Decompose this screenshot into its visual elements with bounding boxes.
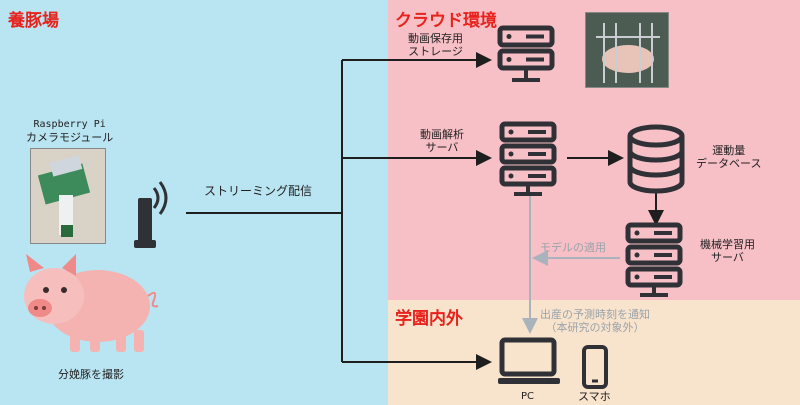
camera-label: Raspberry Pi カメラモジュール [26, 118, 113, 144]
notify-label-line1: 出産の予測時刻を通知 [540, 308, 650, 321]
grey-connectors [522, 192, 620, 334]
streaming-label: ストリーミング配信 [204, 184, 313, 198]
storage-label-line1: 動画保存用 [408, 32, 463, 45]
storage-server-icon [500, 28, 552, 80]
connector-lines [186, 52, 664, 370]
analysis-label-line1: 動画解析 [420, 128, 464, 141]
pig-illustration [24, 254, 159, 352]
camera-label-line2: カメラモジュール [26, 131, 114, 144]
storage-label: 動画保存用 ストレージ [408, 32, 463, 58]
database-icon [627, 124, 685, 194]
ml-server-label: 機械学習用 サーバ [700, 238, 755, 264]
pc-label: PC [521, 391, 535, 402]
laptop-icon [498, 337, 560, 384]
pig-caption: 分娩豚を撮影 [58, 368, 124, 381]
database-label-line1: 運動量 [712, 144, 746, 157]
notify-label: 出産の予測時刻を通知 （本研究の対象外） [540, 308, 650, 334]
database-label-line2: データベース [696, 157, 762, 170]
notify-label-line2: （本研究の対象外） [545, 321, 645, 334]
phone-label: スマホ [578, 390, 611, 403]
analysis-label: 動画解析 サーバ [420, 128, 464, 154]
ml-server-label-line1: 機械学習用 [700, 238, 755, 251]
model-apply-label: モデルの適用 [540, 241, 606, 254]
wifi-router-icon [134, 181, 168, 248]
analysis-label-line2: サーバ [425, 141, 459, 154]
campus-title: 学園内外 [395, 309, 463, 329]
smartphone-icon [582, 345, 608, 389]
camera-module-photo [30, 148, 106, 244]
cloud-title: クラウド環境 [395, 11, 497, 31]
camera-label-line1: Raspberry Pi [33, 119, 106, 130]
analysis-server-icon [502, 124, 554, 194]
ml-server-icon [628, 225, 680, 295]
pig-pen-photo [585, 12, 669, 88]
farm-title: 養豚場 [8, 11, 59, 31]
storage-label-line2: ストレージ [408, 45, 463, 58]
ml-server-label-line2: サーバ [711, 251, 744, 264]
database-label: 運動量 データベース [696, 144, 761, 170]
